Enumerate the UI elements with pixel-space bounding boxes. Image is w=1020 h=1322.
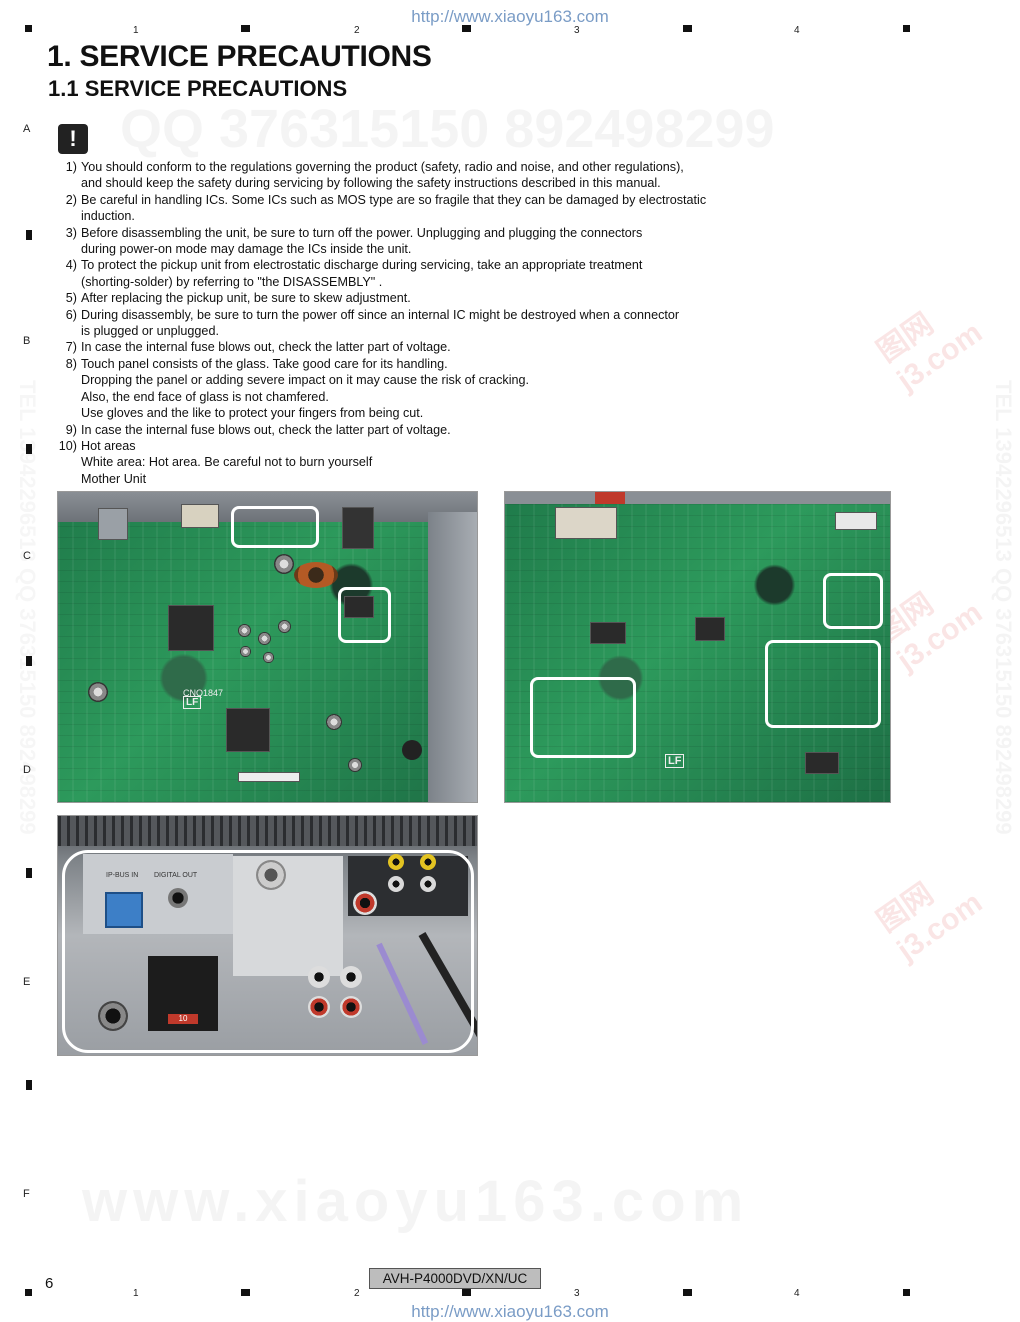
column-number: 3 [574, 1288, 580, 1299]
precaution-line: In case the internal fuse blows out, che… [81, 340, 451, 355]
precaution-number: 7) [65, 340, 77, 355]
precaution-item: 5) After replacing the pickup unit, be su… [52, 290, 812, 306]
precaution-number: 5) [65, 291, 77, 306]
model-number: AVH-P4000DVD/XN/UC [369, 1268, 541, 1289]
row-marker [26, 868, 32, 878]
row-marker [26, 1080, 32, 1090]
column-number: 1 [133, 1288, 139, 1299]
exclamation-icon: ! [58, 124, 88, 154]
lf-mark: LF [183, 696, 202, 709]
watermark-bottom: www.xiaoyu163.com [82, 1168, 749, 1235]
bottom-marker [25, 1289, 32, 1296]
precaution-number: 8) [65, 356, 77, 371]
row-marker [26, 230, 32, 240]
hot-area-highlight [338, 587, 391, 643]
precautions-list: 1) You should conform to the regulations … [52, 159, 812, 487]
bottom-marker [903, 1289, 910, 1296]
precaution-item: 8) Touch panel consists of the glass. Tak… [52, 356, 812, 422]
hot-area-highlight [765, 640, 881, 728]
row-letter: C [23, 550, 31, 562]
precaution-line: To protect the pickup unit from electros… [81, 258, 643, 273]
precaution-number: 1) [65, 160, 77, 174]
bottom-marker [462, 1289, 471, 1296]
precaution-number: 10) [58, 438, 77, 453]
watermark-side: TEL 13942296513 QQ 376315150 892498299 [990, 380, 1016, 835]
hot-area-highlight [823, 573, 883, 629]
column-number: 2 [354, 1288, 360, 1299]
row-letter: E [23, 976, 31, 988]
mother-unit-photo-2: LF [504, 491, 891, 803]
precaution-line: Also, the end face of glass is not chamf… [81, 389, 329, 404]
top-marker [462, 25, 471, 32]
precaution-number: 6) [65, 307, 77, 322]
precaution-item: 9) In case the internal fuse blows out, c… [52, 422, 812, 438]
connector-label: CNQ1847 [183, 688, 224, 698]
row-letter: A [23, 123, 31, 135]
precaution-line: In case the internal fuse blows out, che… [81, 422, 451, 437]
precaution-number: 4) [65, 258, 77, 273]
precaution-line: and should keep the safety during servic… [81, 176, 661, 191]
precaution-number: 3) [65, 225, 77, 240]
column-number: 2 [354, 25, 360, 36]
precaution-line: Before disassembling the unit, be sure t… [81, 225, 643, 240]
column-number: 3 [574, 25, 580, 36]
hot-area-highlight [530, 677, 636, 758]
precaution-line: Mother Unit [81, 471, 147, 486]
row-marker [26, 444, 32, 454]
row-letter: F [23, 1188, 30, 1200]
top-marker [241, 25, 250, 32]
column-number: 4 [794, 1288, 800, 1299]
precaution-line: After replacing the pickup unit, be sure… [81, 291, 411, 306]
precaution-line: Be careful in handling ICs. Some ICs suc… [81, 192, 707, 207]
lf-mark: LF [665, 754, 685, 768]
precaution-line: Hot areas [81, 438, 136, 453]
precaution-item: 1) You should conform to the regulations … [52, 159, 812, 192]
subsection-title: 1.1 SERVICE PRECAUTIONS [48, 76, 348, 101]
precaution-item: 7) In case the internal fuse blows out, c… [52, 339, 812, 355]
precaution-line: Touch panel consists of the glass. Take … [81, 356, 448, 371]
digital-out-label: DIGITAL OUT [154, 872, 198, 879]
top-marker [25, 25, 32, 32]
bottom-marker [241, 1289, 250, 1296]
fuse-label: 10 [168, 1014, 198, 1024]
precaution-line: Use gloves and the like to protect your … [81, 406, 424, 421]
precaution-line: during power-on mode may damage the ICs … [81, 242, 412, 257]
section-title: 1. SERVICE PRECAUTIONS [47, 40, 432, 73]
precaution-item: 6) During disassembly, be sure to turn th… [52, 307, 812, 340]
precaution-line: is plugged or unplugged. [81, 324, 219, 339]
row-letter: D [23, 764, 31, 776]
row-letter: B [23, 335, 31, 347]
watermark-qq: QQ 376315150 892498299 [120, 98, 775, 160]
hot-area-highlight [231, 506, 319, 548]
row-marker [26, 656, 32, 666]
header-url[interactable]: http://www.xiaoyu163.com [411, 7, 609, 26]
top-marker [903, 25, 910, 32]
precaution-line: (shorting-solder) by referring to "the D… [81, 274, 383, 289]
precaution-number: 2) [65, 192, 77, 207]
footer-url[interactable]: http://www.xiaoyu163.com [411, 1302, 609, 1321]
precaution-line: You should conform to the regulations go… [81, 160, 684, 174]
precaution-line: induction. [81, 209, 135, 224]
bottom-marker [683, 1289, 692, 1296]
rear-panel-photo: IP-BUS IN DIGITAL OUT 10 [57, 815, 478, 1056]
precaution-item: 3) Before disassembling the unit, be sure… [52, 225, 812, 258]
column-number: 4 [794, 25, 800, 36]
column-number: 1 [133, 25, 139, 36]
precaution-item: 4) To protect the pickup unit from electr… [52, 257, 812, 290]
page-number: 6 [45, 1275, 54, 1292]
precaution-line: Dropping the panel or adding severe impa… [81, 373, 530, 388]
precaution-line: White area: Hot area. Be careful not to … [81, 455, 373, 470]
top-marker [683, 25, 692, 32]
precaution-line: During disassembly, be sure to turn the … [81, 307, 680, 322]
precaution-number: 9) [65, 422, 77, 437]
ipbus-label: IP-BUS IN [106, 872, 139, 879]
hot-area-highlight [62, 850, 474, 1053]
mother-unit-photo-1: CNQ1847 LF [57, 491, 478, 803]
precaution-item: 2) Be careful in handling ICs. Some ICs s… [52, 192, 812, 225]
